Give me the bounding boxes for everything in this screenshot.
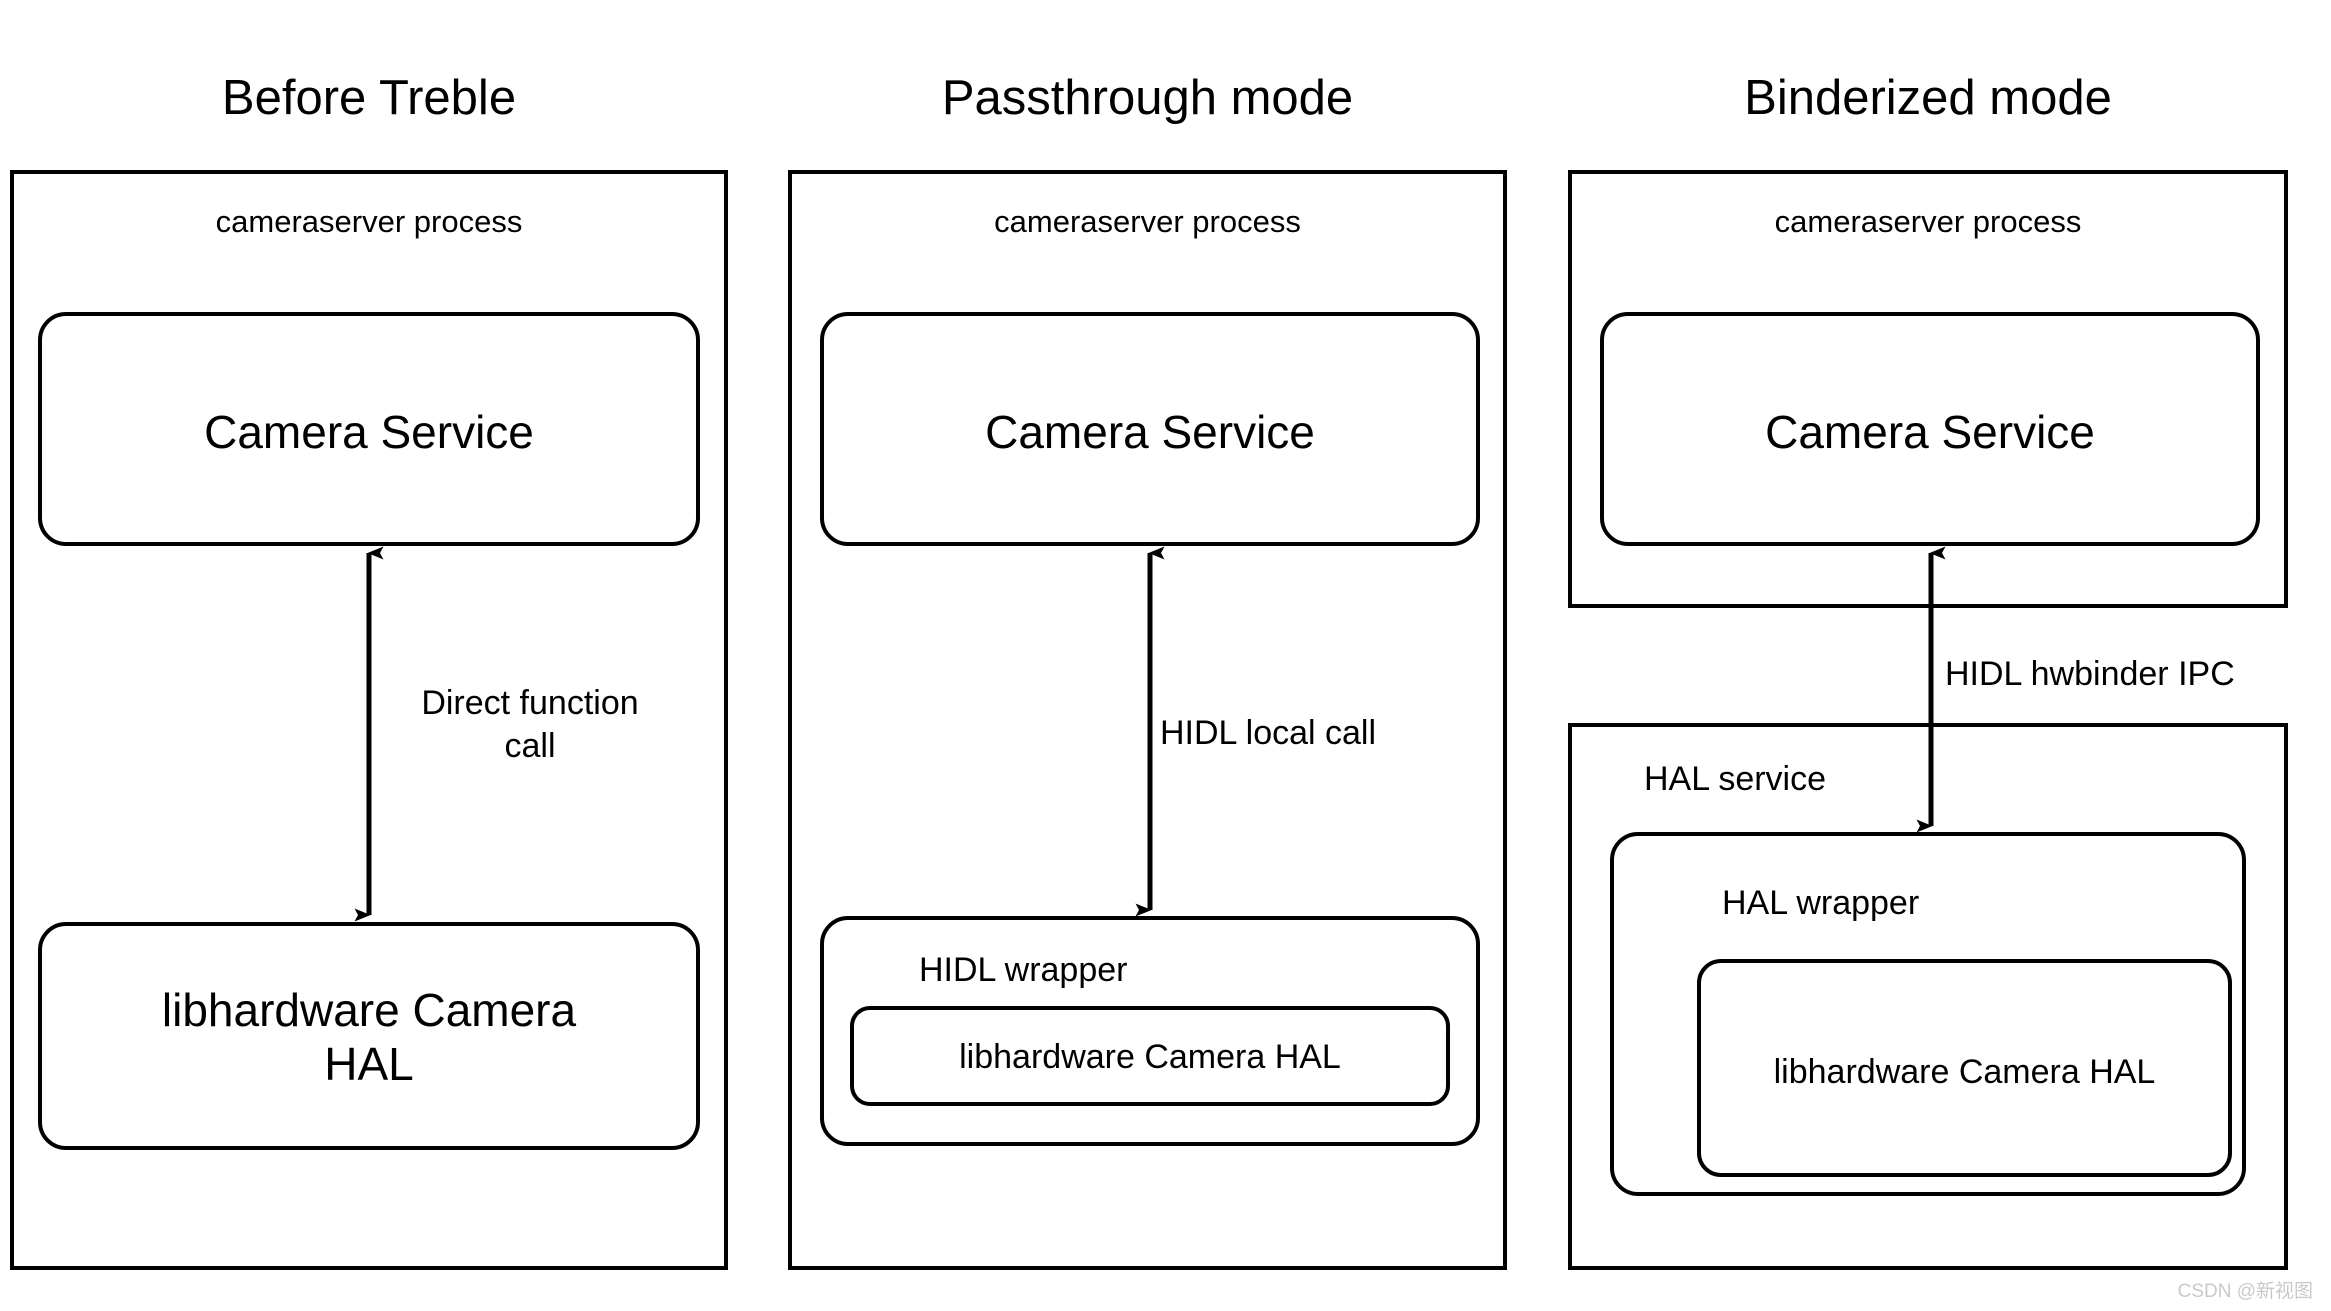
cameraserver-process-box-col1: cameraserver process — [10, 170, 728, 1270]
libhardware-camera-hal-label-col3: libhardware Camera HAL — [1773, 1053, 2156, 1091]
hal-wrapper-label-col3: HAL wrapper — [1722, 884, 1920, 922]
camera-service-box-col2: Camera Service — [820, 312, 1480, 546]
cameraserver-process-box-col2: cameraserver process — [788, 170, 1507, 1270]
column-title-before-treble: Before Treble — [221, 71, 517, 125]
camera-service-label-col1: Camera Service — [204, 406, 534, 458]
libhardware-camera-hal-box-col3: libhardware Camera HAL — [1697, 959, 2232, 1177]
camera-service-box-col1: Camera Service — [38, 312, 700, 546]
watermark: CSDN @新视图 — [2177, 1281, 2313, 1302]
hal-service-label-col3: HAL service — [1644, 760, 1827, 798]
libhardware-camera-hal-label-col1: libhardware Camera HAL — [161, 984, 577, 1091]
libhardware-camera-hal-label-col2: libhardware Camera HAL — [959, 1038, 1341, 1076]
hidl-wrapper-box-col2: HIDL wrapper — [820, 916, 1480, 1146]
cameraserver-process-label-col3: cameraserver process — [1774, 204, 2082, 239]
hal-wrapper-box-col3: HAL wrapper — [1610, 832, 2246, 1196]
hidl-local-call-label: HIDL local call — [1160, 714, 1377, 752]
hidl-hwbinder-ipc-label: HIDL hwbinder IPC — [1945, 655, 2235, 693]
camera-service-box-col3: Camera Service — [1600, 312, 2260, 546]
cameraserver-process-label-col1: cameraserver process — [215, 204, 523, 239]
column-title-binderized-mode: Binderized mode — [1744, 71, 2112, 125]
column-title-passthrough-mode: Passthrough mode — [941, 71, 1354, 125]
camera-service-label-col3: Camera Service — [1765, 406, 2095, 458]
direct-function-call-label: Direct function call — [421, 684, 639, 765]
camera-service-label-col2: Camera Service — [985, 406, 1315, 458]
hidl-wrapper-label-col2: HIDL wrapper — [919, 951, 1128, 989]
libhardware-camera-hal-box-col1: libhardware Camera HAL — [38, 922, 700, 1150]
cameraserver-process-label-col2: cameraserver process — [994, 204, 1301, 239]
libhardware-camera-hal-box-col2: libhardware Camera HAL — [850, 1006, 1450, 1106]
